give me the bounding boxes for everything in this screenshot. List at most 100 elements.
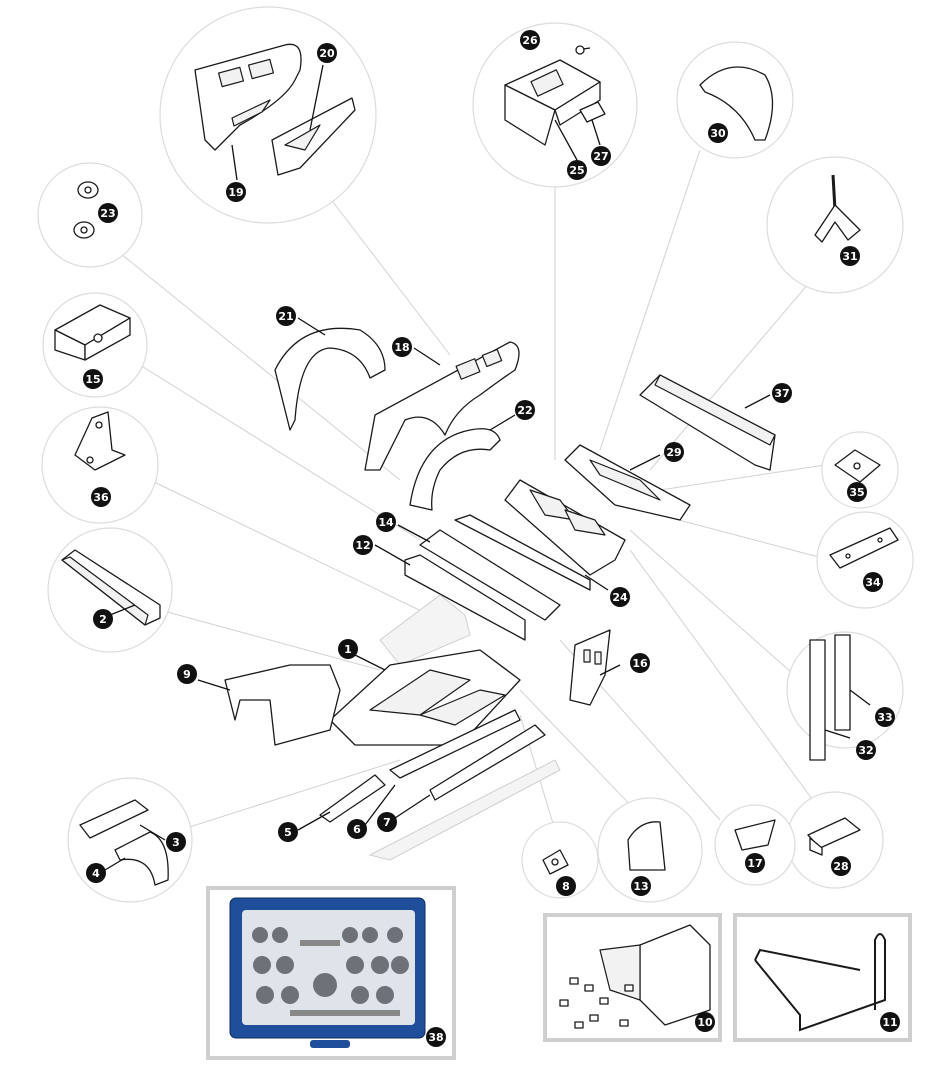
svg-text:10: 10 (697, 1016, 713, 1029)
jack-stand (814, 174, 861, 243)
callout-32: 32 (856, 740, 876, 760)
seat-clamp (807, 817, 861, 856)
callout-21: 21 (276, 306, 296, 326)
svg-text:13: 13 (633, 880, 648, 893)
svg-text:35: 35 (849, 486, 864, 499)
svg-text:24: 24 (612, 591, 628, 604)
svg-text:30: 30 (710, 127, 726, 140)
support-bracket (627, 821, 666, 871)
callout-37: 37 (772, 383, 792, 403)
svg-text:21: 21 (278, 310, 293, 323)
callout-28: 28 (831, 856, 851, 876)
inner-wheel-arch (274, 327, 386, 431)
rear-wheelhouse (409, 428, 501, 511)
svg-text:23: 23 (100, 207, 115, 220)
rear-floor-pan (564, 444, 691, 521)
rear-quarter-panel (364, 341, 520, 471)
mounting-bracket (504, 45, 606, 146)
svg-text:9: 9 (183, 668, 191, 681)
callout-14: 14 (376, 512, 396, 532)
callout-36: 36 (91, 487, 111, 507)
callout-13: 13 (631, 876, 651, 896)
callout-2: 2 (93, 609, 113, 629)
svg-text:37: 37 (774, 387, 789, 400)
svg-text:5: 5 (284, 826, 292, 839)
callout-31: 31 (840, 246, 860, 266)
callout-arrows (104, 64, 871, 871)
callout-9: 9 (177, 664, 197, 684)
svg-text:17: 17 (747, 857, 762, 870)
callout-11: 11 (880, 1012, 900, 1032)
callout-30: 30 (708, 123, 728, 143)
callout-16: 16 (630, 653, 650, 673)
callout-6: 6 (347, 819, 367, 839)
svg-text:8: 8 (562, 880, 570, 893)
callout-18: 18 (392, 337, 412, 357)
reinforcement-plate (829, 527, 899, 569)
svg-text:29: 29 (666, 446, 681, 459)
svg-text:33: 33 (877, 711, 892, 724)
svg-text:25: 25 (569, 164, 584, 177)
callout-27: 27 (591, 146, 611, 166)
svg-text:38: 38 (428, 1031, 443, 1044)
callout-34: 34 (863, 572, 883, 592)
front-floor-pan (329, 649, 521, 746)
svg-text:26: 26 (522, 34, 538, 47)
svg-text:28: 28 (833, 860, 848, 873)
sill-reinforcement (404, 554, 526, 641)
svg-text:15: 15 (85, 373, 100, 386)
callout-15: 15 (83, 369, 103, 389)
svg-text:22: 22 (517, 404, 532, 417)
callout-24: 24 (610, 587, 630, 607)
transmission-tunnel (224, 664, 341, 746)
curved-repair-plate (734, 819, 776, 851)
callout-19: 19 (226, 182, 246, 202)
b-post-bracket (569, 629, 611, 706)
svg-text:31: 31 (842, 250, 857, 263)
clip-bracket (834, 449, 881, 483)
callout-7: 7 (377, 812, 397, 832)
callout-8: 8 (556, 876, 576, 896)
svg-text:2: 2 (99, 613, 107, 626)
door-trim-panel (194, 43, 302, 151)
svg-text:3: 3 (172, 836, 180, 849)
angle-brackets (809, 634, 851, 761)
nut-plate (542, 849, 569, 875)
wheel-arch-cap (699, 66, 774, 141)
svg-text:34: 34 (865, 576, 881, 589)
clip-and-fastener-kit (543, 913, 722, 1042)
washers (73, 181, 99, 239)
callout-38: 38 (426, 1027, 446, 1047)
svg-text:1: 1 (344, 643, 352, 656)
tunnel-ghost (379, 594, 471, 666)
door-pocket-panel (271, 97, 356, 176)
callout-22: 22 (515, 400, 535, 420)
callout-1: 1 (338, 639, 358, 659)
callout-29: 29 (664, 442, 684, 462)
svg-text:11: 11 (882, 1016, 897, 1029)
callout-4: 4 (86, 863, 106, 883)
callout-25: 25 (567, 160, 587, 180)
engine-mount (74, 411, 126, 471)
callout-10: 10 (695, 1012, 715, 1032)
svg-text:16: 16 (632, 657, 648, 670)
svg-text:4: 4 (92, 867, 100, 880)
parcel-shelf (639, 374, 776, 471)
svg-text:12: 12 (355, 539, 370, 552)
svg-text:20: 20 (319, 47, 335, 60)
callout-3: 3 (166, 832, 186, 852)
callout-17: 17 (745, 853, 765, 873)
center-floor-section (454, 479, 626, 591)
sill-rails (319, 709, 561, 861)
svg-text:32: 32 (858, 744, 873, 757)
body-mount-block (54, 304, 131, 361)
callout-badges: 1 2 3 4 5 6 7 8 9 10 11 12 13 14 15 16 1… (83, 30, 900, 1047)
inner-sill (419, 529, 561, 621)
svg-text:19: 19 (228, 186, 243, 199)
svg-text:14: 14 (378, 516, 394, 529)
svg-text:27: 27 (593, 150, 608, 163)
sill-brackets (79, 799, 169, 886)
callout-33: 33 (875, 707, 895, 727)
callout-12: 12 (353, 535, 373, 555)
